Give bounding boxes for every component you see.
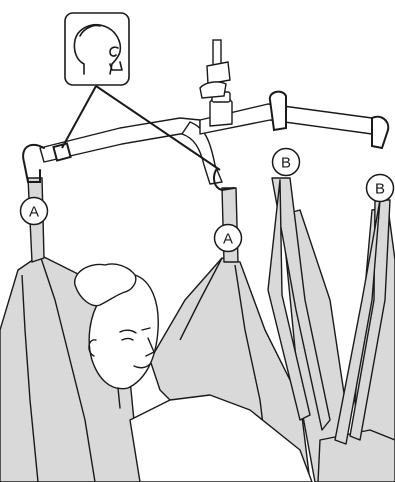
label-a-center: A [215, 225, 242, 252]
lift-cord [200, 40, 230, 98]
label-b-left-text: B [281, 155, 291, 172]
head-profile-icon-box [65, 13, 129, 85]
label-b-right-text: B [375, 181, 385, 198]
label-b-left: B [273, 149, 300, 176]
label-a-center-text: A [223, 231, 233, 248]
label-a-left: A [21, 198, 48, 225]
label-b-right: B [367, 175, 394, 202]
hook-b-left [270, 92, 286, 130]
label-a-left-text: A [29, 204, 39, 221]
spreader-bar [40, 92, 372, 184]
hook-b-right [372, 117, 388, 148]
